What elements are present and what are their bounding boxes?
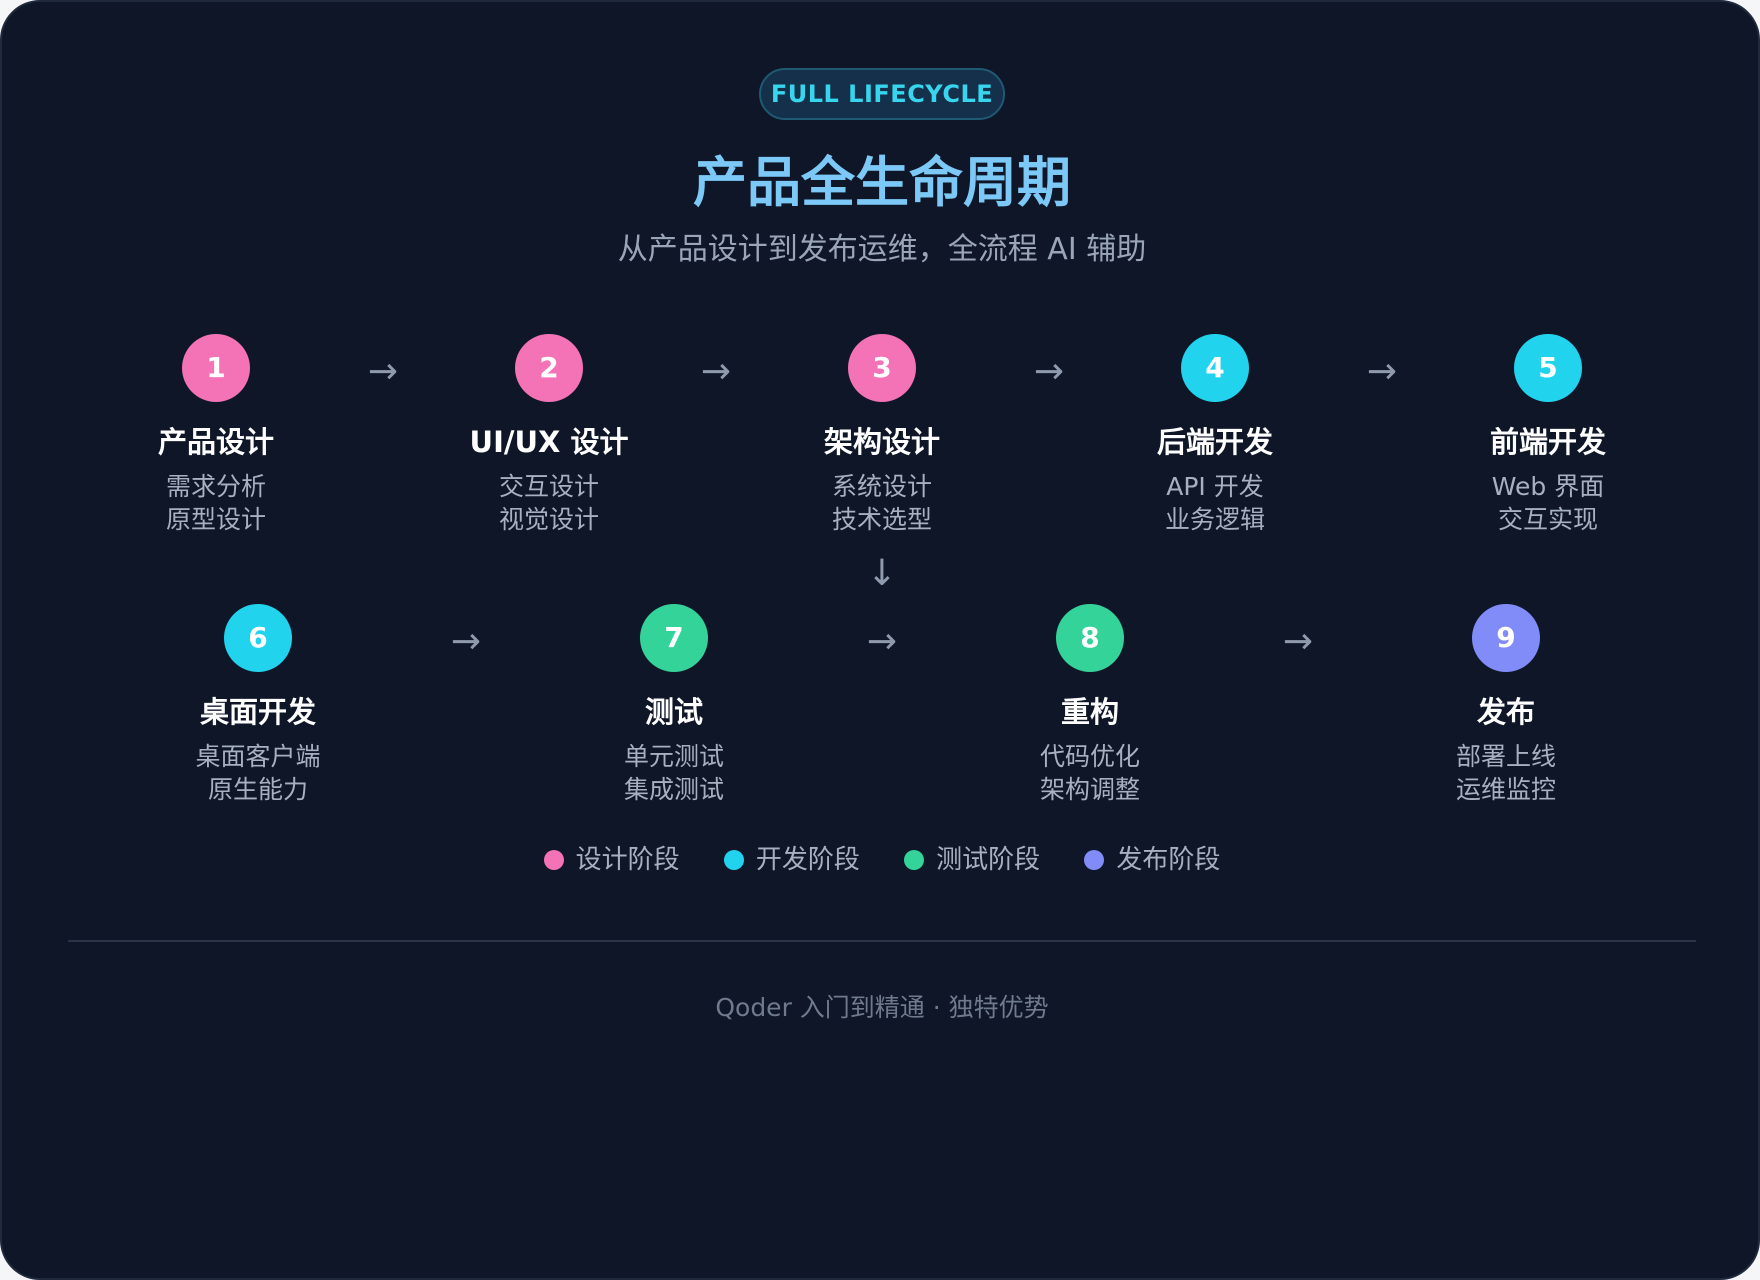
legend-dot-icon (1084, 850, 1105, 870)
page-title: 产品全生命周期 (693, 151, 1071, 214)
step-description: 系统设计 技术选型 (762, 470, 1002, 536)
footer-text: Qoder 入门到精通 · 独特优势 (715, 993, 1049, 1022)
step-architecture-design: 3 架构设计 系统设计 技术选型 (762, 334, 1002, 536)
step-desc-line: API 开发 (1166, 472, 1264, 501)
step-desc-line: 部署上线 (1455, 742, 1556, 771)
legend-dot-icon (904, 850, 925, 870)
step-uiux-design: 2 UI/UX 设计 交互设计 视觉设计 (429, 334, 669, 536)
lifecycle-badge: FULL LIFECYCLE (759, 68, 1005, 120)
step-desktop-development: 6 桌面开发 桌面客户端 原生能力 (138, 604, 378, 806)
step-desc-line: 桌面客户端 (195, 742, 321, 771)
step-testing: 7 测试 单元测试 集成测试 (554, 604, 794, 806)
legend-item-test: 测试阶段 (904, 842, 1040, 878)
arrow-right-icon: → (450, 621, 482, 662)
step-description: 桌面客户端 原生能力 (138, 740, 378, 806)
step-desc-line: 视觉设计 (498, 505, 599, 534)
legend-label: 设计阶段 (575, 845, 680, 875)
arrow-right-icon: → (1282, 621, 1314, 662)
step-description: 单元测试 集成测试 (554, 740, 794, 806)
legend-item-release: 发布阶段 (1084, 842, 1220, 878)
legend-item-design: 设计阶段 (543, 842, 680, 878)
step-description: 交互设计 视觉设计 (429, 470, 669, 536)
step-number-badge: 7 (640, 604, 708, 672)
step-desc-line: 系统设计 (831, 472, 932, 501)
step-number-badge: 2 (515, 334, 583, 402)
step-desc-line: 原型设计 (165, 505, 266, 534)
step-desc-line: 交互实现 (1497, 505, 1598, 534)
step-desc-line: 交互设计 (498, 472, 599, 501)
step-number-badge: 1 (182, 334, 250, 402)
step-desc-line: 代码优化 (1039, 742, 1140, 771)
step-desc-line: 运维监控 (1455, 775, 1556, 804)
step-title: 桌面开发 (199, 695, 316, 729)
step-title: 产品设计 (157, 425, 274, 459)
step-description: 需求分析 原型设计 (96, 470, 336, 536)
legend-dot-icon (543, 850, 564, 870)
step-number-badge: 9 (1472, 604, 1540, 672)
step-desc-line: 单元测试 (623, 742, 724, 771)
step-desc-line: 业务逻辑 (1164, 505, 1265, 534)
step-release: 9 发布 部署上线 运维监控 (1386, 604, 1626, 806)
step-description: Web 界面 交互实现 (1428, 470, 1668, 536)
step-number-badge: 3 (848, 334, 916, 402)
step-title: 发布 (1476, 695, 1535, 729)
legend-label: 开发阶段 (755, 845, 860, 875)
step-number-badge: 6 (224, 604, 292, 672)
step-desc-line: 原生能力 (207, 775, 308, 804)
arrow-right-icon: → (700, 351, 732, 392)
arrow-right-icon: → (866, 621, 898, 662)
step-desc-line: Web 界面 (1491, 472, 1605, 501)
step-number-badge: 8 (1056, 604, 1124, 672)
legend-item-develop: 开发阶段 (723, 842, 860, 878)
step-frontend-development: 5 前端开发 Web 界面 交互实现 (1428, 334, 1668, 536)
step-desc-line: 需求分析 (165, 472, 266, 501)
step-title: 测试 (644, 695, 703, 729)
step-product-design: 1 产品设计 需求分析 原型设计 (96, 334, 336, 536)
arrow-down-icon: ↓ (866, 553, 898, 594)
phase-legend: 设计阶段 开发阶段 测试阶段 发布阶段 (2, 842, 1760, 878)
step-desc-line: 技术选型 (831, 505, 932, 534)
step-description: 部署上线 运维监控 (1386, 740, 1626, 806)
page-subtitle: 从产品设计到发布运维，全流程 AI 辅助 (617, 232, 1147, 267)
step-refactoring: 8 重构 代码优化 架构调整 (970, 604, 1210, 806)
footer-divider (68, 940, 1696, 942)
step-number-badge: 4 (1181, 334, 1249, 402)
step-desc-line: 集成测试 (623, 775, 724, 804)
step-title: 重构 (1060, 695, 1119, 729)
step-backend-development: 4 后端开发 API 开发 业务逻辑 (1095, 334, 1335, 536)
step-title: UI/UX 设计 (469, 425, 629, 459)
step-title: 后端开发 (1156, 425, 1273, 459)
step-description: API 开发 业务逻辑 (1095, 470, 1335, 536)
legend-label: 测试阶段 (936, 845, 1041, 875)
step-title: 前端开发 (1489, 425, 1606, 459)
arrow-right-icon: → (1366, 351, 1398, 392)
step-description: 代码优化 架构调整 (970, 740, 1210, 806)
legend-dot-icon (723, 850, 744, 870)
arrow-right-icon: → (367, 351, 399, 392)
arrow-right-icon: → (1033, 351, 1065, 392)
step-desc-line: 架构调整 (1039, 775, 1140, 804)
step-title: 架构设计 (823, 425, 940, 459)
step-number-badge: 5 (1514, 334, 1582, 402)
legend-label: 发布阶段 (1116, 845, 1221, 875)
